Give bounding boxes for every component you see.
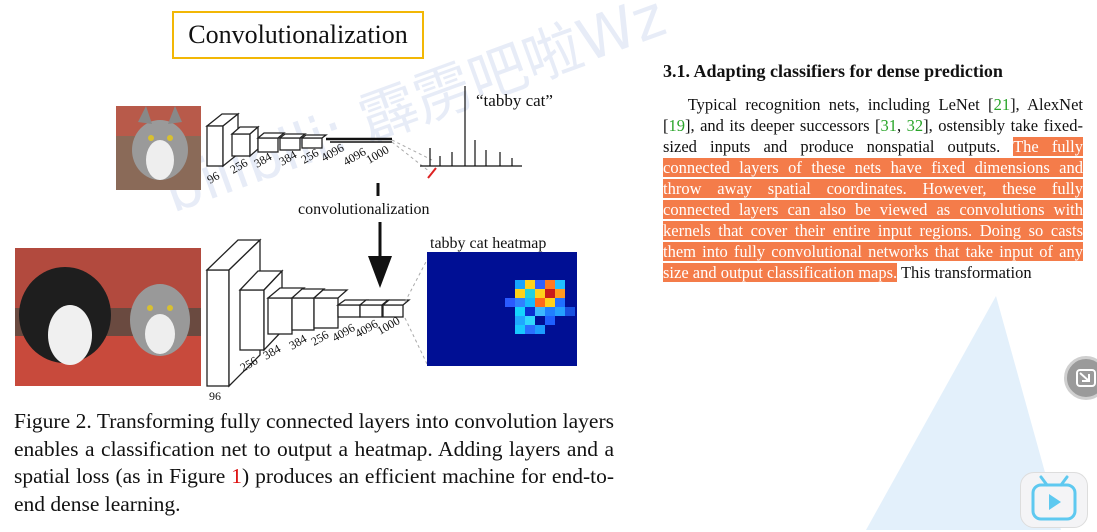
citation-link[interactable]: 31	[880, 116, 898, 135]
body-text: ,	[897, 116, 907, 135]
figure-ref-link[interactable]: 1	[231, 464, 243, 488]
exit-fullscreen-icon	[1076, 369, 1096, 387]
citation-link[interactable]: 21	[993, 95, 1011, 114]
top-layers	[205, 112, 328, 168]
heatmap-cells	[505, 280, 575, 334]
highlighted-text[interactable]: The fully connected layers of these nets…	[663, 137, 1083, 282]
bilibili-play-button[interactable]	[1020, 472, 1088, 528]
citation-link[interactable]: 19	[668, 116, 686, 135]
top-label-7: 1000	[364, 142, 392, 166]
section-heading: 3.1. Adapting classifiers for dense pred…	[663, 61, 1003, 81]
body-text: Typical recognition nets, including LeNe…	[687, 95, 994, 114]
caption-text-1: Figure 2. Transforming fully connected l…	[14, 409, 614, 488]
heatmap-label: tabby cat heatmap	[430, 235, 546, 252]
exit-fullscreen-button[interactable]	[1064, 356, 1097, 400]
cat-image-top	[116, 106, 201, 190]
bottom-label-0: 96	[209, 389, 221, 400]
citation-link[interactable]: 32	[906, 116, 924, 135]
caption-text-2: ) produces an efficient machine for end-…	[14, 464, 614, 516]
tabby-cat-label: “tabby cat”	[476, 91, 553, 110]
fcn-diagram: 96 256 384 384 256 4096 4096 1000 “tabby…	[15, 86, 577, 400]
class-histogram	[420, 86, 522, 167]
body-text: ], and its deeper successors [	[685, 116, 881, 135]
body-text: ], ostensibly take fixed-sized inputs an…	[663, 116, 1083, 156]
figure-caption: Figure 2. Transforming fully connected l…	[14, 408, 614, 518]
body-text: ], AlexNet [	[663, 95, 1084, 135]
section-body: Typical recognition nets, including LeNe…	[663, 94, 1083, 283]
bilibili-tv-icon	[1031, 475, 1077, 521]
convolutionalization-label: convolutionalization	[298, 201, 430, 218]
slide-title-box: Convolutionalization	[172, 11, 424, 59]
decorative-triangle	[866, 296, 1061, 530]
dog-cat-image	[15, 248, 201, 386]
bottom-layers	[205, 238, 411, 388]
top-label-0: 96	[205, 168, 222, 186]
body-text: This transformation	[897, 263, 1032, 282]
